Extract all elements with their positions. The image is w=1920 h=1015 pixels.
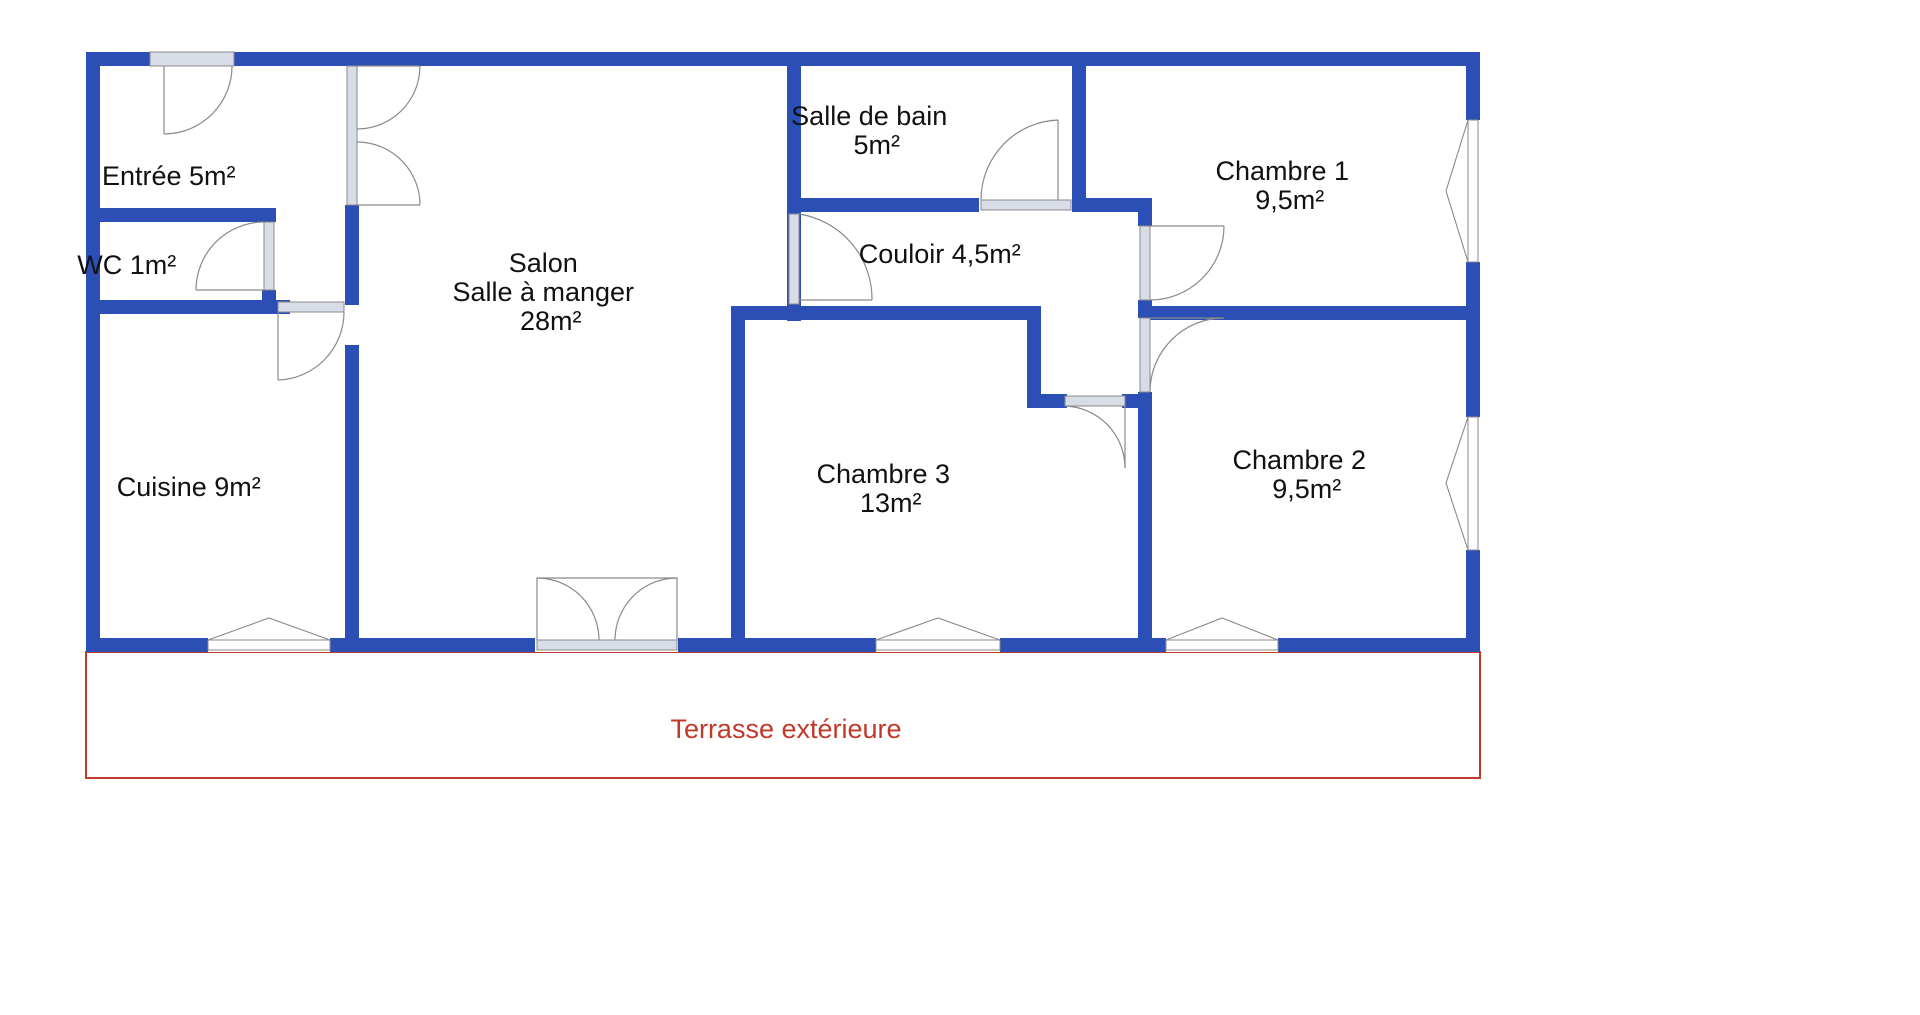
door-chambre-2 <box>1139 317 1225 393</box>
wall-entree-salon-mid <box>345 205 359 305</box>
terrace-area: Terrasse extérieure <box>85 651 1481 779</box>
door-salon-terrasse <box>536 577 678 651</box>
room-label-wc: WC 1m² <box>77 250 229 280</box>
wall-chambre3-west <box>731 306 745 652</box>
room-label-chambre-1: Chambre 1 9,5m² <box>1215 156 1416 215</box>
window-chambre-2-right <box>1445 416 1479 551</box>
wall-exterior-right-a <box>1466 52 1480 120</box>
wall-sdb-chambre1 <box>1072 52 1086 205</box>
wall-chambre1-chambre2 <box>1146 306 1480 320</box>
door-salle-de-bain <box>980 119 1072 211</box>
door-entree-salon-double <box>346 65 421 206</box>
wall-chambre3-north <box>731 306 1027 320</box>
wall-sdb-couloir-b <box>1072 198 1146 212</box>
wall-entree-wc <box>96 208 276 222</box>
room-labels: Entrée 5m² WC 1m² Cuisine 9m² Salon Sall… <box>77 101 1433 518</box>
wall-cuisine-salon <box>345 345 359 652</box>
door-chambre-1 <box>1139 225 1225 301</box>
wall-exterior-right-c <box>1466 550 1480 652</box>
door-couloir-salon <box>788 213 873 305</box>
wall-exterior-bottom-d <box>1000 638 1166 652</box>
door-chambre-3 <box>1064 395 1126 469</box>
room-label-chambre-2: Chambre 2 9,5m² <box>1232 445 1433 504</box>
room-label-entree: Entrée 5m² <box>102 161 288 191</box>
walls <box>86 52 1480 652</box>
room-label-salle-de-bain: Salle de bain 5m² <box>791 101 1015 160</box>
wall-couloir-step-horizontal-b <box>1122 394 1152 408</box>
wall-couloir-step-horizontal-a <box>1027 394 1067 408</box>
window-cuisine <box>207 617 331 651</box>
wall-couloir-east-c <box>1138 392 1152 638</box>
wall-exterior-bottom-e <box>1278 638 1480 652</box>
door-wc <box>195 221 275 291</box>
terrace-label: Terrasse extérieure <box>670 714 901 744</box>
door-cuisine-salon <box>277 301 345 381</box>
window-chambre-1-right <box>1445 119 1479 263</box>
wall-exterior-bottom-a <box>86 638 208 652</box>
wall-sdb-couloir-a <box>787 198 979 212</box>
room-floors <box>96 62 1470 652</box>
door-entree-front <box>149 51 235 135</box>
doors-and-openings <box>149 51 1225 651</box>
wall-exterior-top <box>86 52 1480 66</box>
window-chambre-3 <box>875 617 1001 651</box>
room-label-salon: Salon Salle à manger 28m² <box>452 248 701 336</box>
wall-exterior-bottom-c <box>678 638 876 652</box>
wall-couloir-step-vertical <box>1027 306 1041 400</box>
room-label-couloir: Couloir 4,5m² <box>859 239 1074 269</box>
wall-entree-salon-top-nub <box>345 52 359 66</box>
window-chambre-2-bottom <box>1165 617 1279 651</box>
wall-exterior-right-b <box>1466 262 1480 417</box>
windows <box>207 119 1479 651</box>
room-label-cuisine: Cuisine 9m² <box>117 472 314 502</box>
room-label-chambre-3: Chambre 3 13m² <box>816 459 1017 518</box>
wall-couloir-east-a <box>1138 198 1152 226</box>
wall-wc-cuisine <box>96 300 276 314</box>
wall-wc-right-nub-top <box>262 208 276 222</box>
wall-exterior-left <box>86 52 100 652</box>
wall-exterior-bottom-b <box>330 638 535 652</box>
